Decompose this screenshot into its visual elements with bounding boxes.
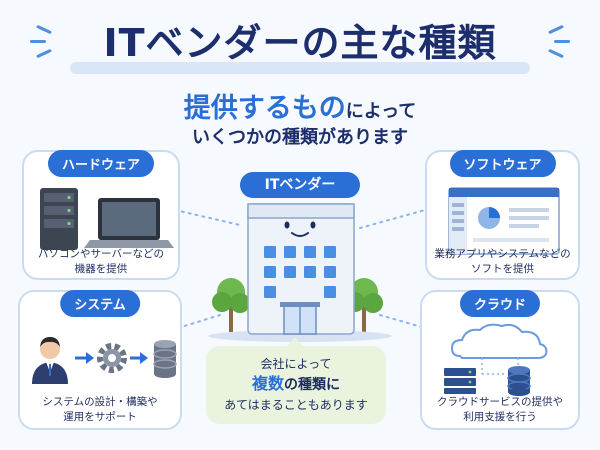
card-cloud-label: クラウド [459, 290, 541, 317]
card-hardware-desc: パソコンやサーバーなどの 機器を提供 [38, 248, 164, 275]
database-icon-cloud [507, 366, 531, 396]
connector-software [359, 209, 426, 229]
cloud-icon [450, 323, 548, 359]
subtitle-line-2: いくつかの種類があります [192, 127, 408, 148]
title-underline [70, 62, 530, 74]
person-icon [32, 337, 68, 384]
connector-cloud [379, 314, 426, 329]
server-icon [40, 188, 78, 250]
hardware-illustration [40, 188, 174, 250]
system-illustration [32, 337, 177, 384]
note-line-1: 会社によって [260, 357, 332, 371]
subtitle-line-1: 提供するものによって [0, 86, 600, 125]
note-line-2: 複数の種類に [251, 374, 340, 393]
arrow-icon-1 [75, 352, 94, 364]
card-system-label: システム [60, 290, 140, 317]
server-icon-cloud [444, 368, 476, 394]
app-window-icon [448, 187, 560, 255]
connector-hardware [174, 209, 241, 226]
center-label-it-vendor: ITベンダー [240, 172, 360, 198]
card-hardware: ハードウェア パソコンやサーバーなどの 機器を提供 [22, 150, 180, 280]
title-spark-right-2 [554, 40, 570, 43]
cloud-illustration [444, 323, 548, 396]
card-system: システム システムの設計・構築や [18, 290, 182, 430]
card-software-label: ソフトウェア [449, 150, 556, 177]
card-cloud-desc: クラウドサービスの提供や 利用支援を行う [437, 396, 563, 423]
subtitle-emphasis: 提供するもの [183, 93, 346, 124]
tree-icon-left [212, 278, 250, 332]
card-system-desc: システムの設計・構築や 運用をサポート [42, 396, 158, 423]
card-software: ソフトウェア 業務アプリやシステムなどの ソフトを提供 [425, 150, 580, 280]
note-bubble: 会社によって 複数の種類に あてはまることもあります [206, 346, 386, 424]
card-hardware-label: ハードウェア [47, 150, 155, 177]
connector-system [177, 314, 221, 329]
title-area: ITベンダーの主な種類 [0, 6, 600, 76]
note-tail [285, 337, 305, 348]
page-title: ITベンダーの主な種類 [103, 21, 497, 65]
arrow-icon-2 [130, 352, 148, 364]
note-highlight: 複数 [251, 374, 284, 393]
card-cloud: クラウド クラウドサービスの提供や 利用支援を行う [420, 290, 580, 430]
subtitle-suffix: によって [345, 101, 417, 122]
database-icon [153, 340, 177, 378]
gear-icon [97, 343, 127, 373]
software-illustration [448, 187, 560, 255]
title-spark-left-2 [30, 40, 46, 43]
laptop-icon [84, 198, 174, 248]
card-software-desc: 業務アプリやシステムなどの ソフトを提供 [434, 248, 571, 275]
note-line-3: あてはまることもあります [224, 398, 368, 412]
building-icon [208, 203, 392, 342]
